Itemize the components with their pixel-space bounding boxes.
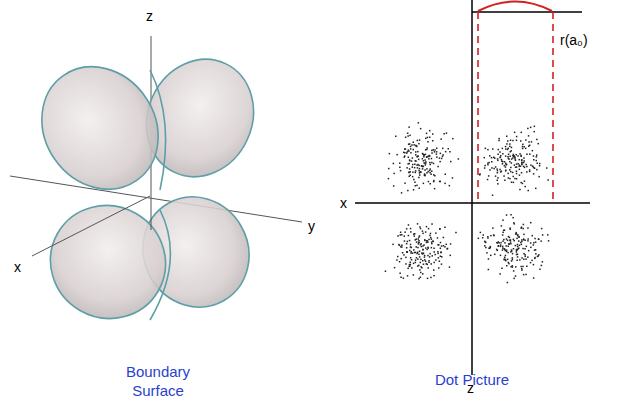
axis-label: z xyxy=(146,8,153,24)
dashed-line xyxy=(552,12,554,200)
caption-label: Dot Picture xyxy=(432,370,512,389)
radial-curve xyxy=(478,2,552,12)
dashed-line xyxy=(477,12,479,200)
x-axis xyxy=(32,196,150,256)
z-axis xyxy=(471,0,473,375)
axis-label: y xyxy=(308,218,315,234)
axis-label: x xyxy=(340,195,347,211)
orbital-lobes xyxy=(18,42,272,340)
z-axis-lower xyxy=(151,200,152,230)
x-axis xyxy=(355,202,590,204)
caption-label: Boundary Surface xyxy=(118,362,198,400)
probability-dots xyxy=(385,122,550,283)
axis-label: x xyxy=(14,259,21,275)
axis-label: r(a₀) xyxy=(560,32,588,48)
r-axis xyxy=(472,11,582,13)
